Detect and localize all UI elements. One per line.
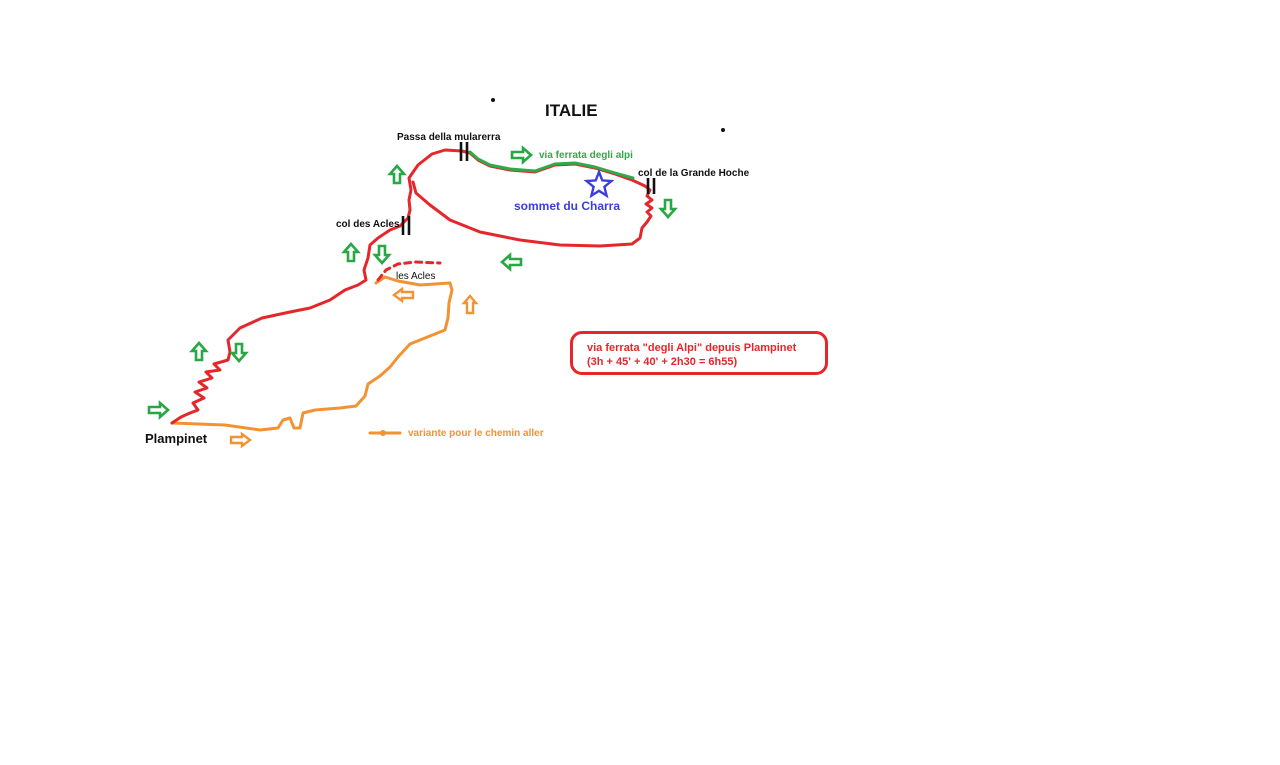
main-route-dashed — [376, 260, 442, 282]
via-ferrata-route — [468, 150, 635, 180]
arrow-up-icon — [342, 242, 360, 263]
arrow-left-icon — [392, 287, 415, 303]
arrow-right-icon — [147, 401, 170, 419]
pass-marker-icon — [459, 142, 469, 161]
arrow-up-icon — [190, 341, 208, 362]
country-label: ITALIE — [545, 101, 598, 120]
arrow-up-icon — [388, 164, 406, 185]
summit-label: sommet du Charra — [514, 199, 621, 213]
arrow-down-icon — [373, 244, 391, 265]
info-box-line1: via ferrata "degli Alpi" depuis Plampine… — [587, 342, 797, 354]
place-label-les-acles: les Acles — [396, 271, 436, 282]
place-label-grande-hoche: col de la Grande Hoche — [638, 168, 750, 179]
arrow-down-icon — [659, 198, 677, 219]
place-label-plampinet: Plampinet — [145, 431, 208, 446]
arrow-right-icon — [510, 146, 533, 164]
legend-variant-swatch — [368, 430, 402, 436]
arrow-down-icon — [230, 342, 248, 363]
main-route — [170, 148, 654, 425]
legend-variant-label: variante pour le chemin aller — [408, 428, 544, 439]
place-label-col-acles: col des Acles — [336, 219, 400, 230]
arrow-up-icon — [462, 294, 478, 315]
arrow-right-icon — [229, 432, 252, 448]
variant-route — [170, 275, 454, 432]
map-dot — [721, 128, 725, 132]
star-icon — [583, 168, 615, 199]
place-label-passa: Passa della mularerra — [397, 132, 501, 143]
info-box: via ferrata "degli Alpi" depuis Plampine… — [570, 331, 828, 375]
pass-marker-icon — [646, 178, 656, 194]
info-box-line2: (3h + 45' + 40' + 2h30 = 6h55) — [587, 356, 738, 368]
map-dot — [491, 98, 495, 102]
arrow-left-icon — [500, 253, 523, 271]
via-ferrata-label: via ferrata degli alpi — [539, 150, 633, 161]
pass-marker-icon — [401, 216, 411, 235]
